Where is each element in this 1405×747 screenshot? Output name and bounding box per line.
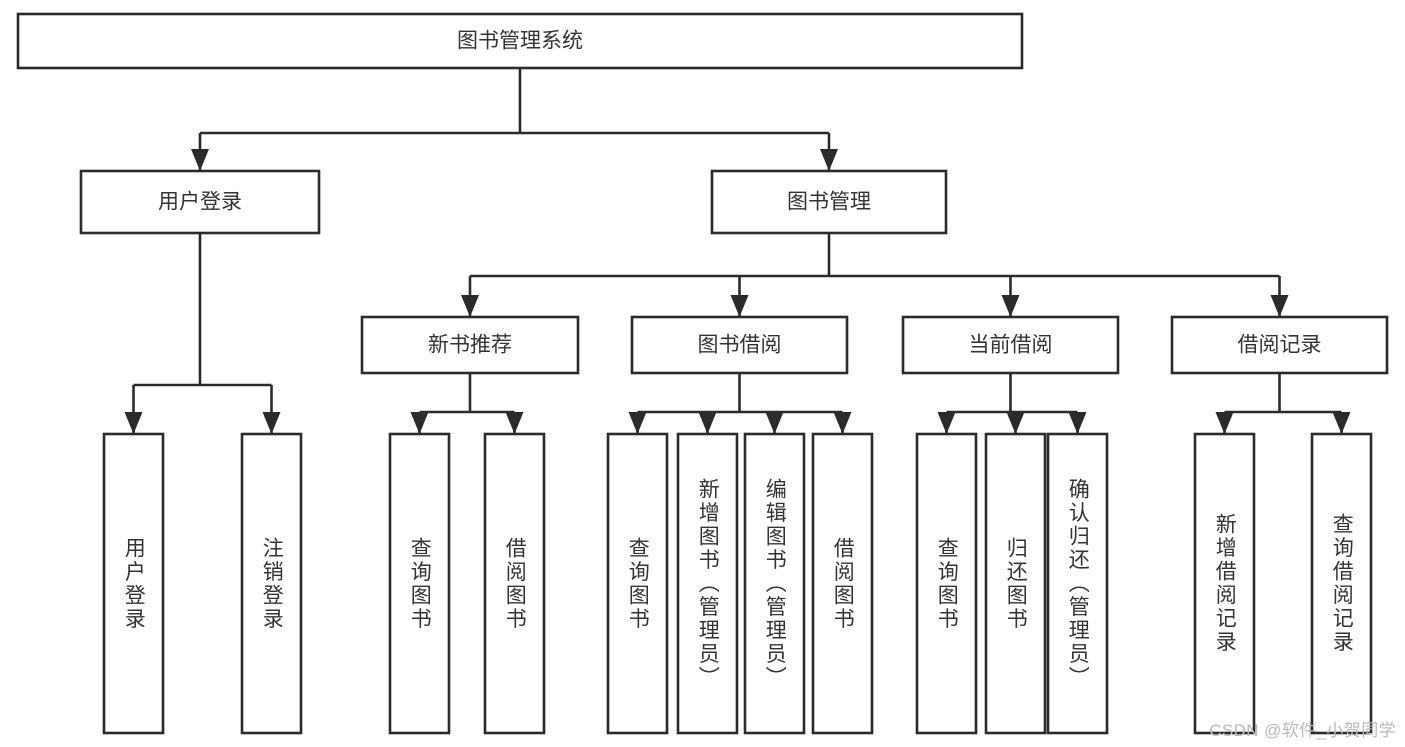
node-box-leaf-8 bbox=[915, 432, 978, 735]
node-box-leaf-9 bbox=[984, 432, 1047, 735]
arrow-to-leaf-10 bbox=[1068, 412, 1087, 434]
arrow-to-leaf-7 bbox=[833, 412, 852, 434]
node-box-root bbox=[16, 12, 1024, 70]
arrow-root-to-level2-0 bbox=[191, 149, 209, 171]
connectors-layer bbox=[124, 68, 1351, 434]
node-label-level2-1: 图书管理 bbox=[787, 191, 871, 214]
arrow-to-leaf-12 bbox=[1332, 412, 1351, 434]
node-box-leaf-1 bbox=[240, 432, 303, 735]
node-label-level3-2: 当前借阅 bbox=[969, 334, 1053, 357]
arrow-root-to-level2-1 bbox=[820, 149, 838, 171]
arrow-mgmt-to-level3-3 bbox=[1270, 295, 1289, 317]
arrow-to-leaf-3 bbox=[505, 412, 524, 434]
arrow-mgmt-to-level3-0 bbox=[461, 295, 479, 317]
arrow-to-leaf-6 bbox=[765, 412, 784, 434]
arrow-to-leaf-11 bbox=[1215, 412, 1234, 434]
arrow-to-leaf-2 bbox=[410, 412, 429, 434]
node-box-leaf-5 bbox=[676, 432, 739, 735]
node-label-level3-0: 新书推荐 bbox=[428, 334, 512, 357]
node-box-leaf-0 bbox=[102, 432, 165, 735]
node-label-level2-0: 用户登录 bbox=[158, 191, 242, 214]
arrow-to-leaf-0 bbox=[124, 412, 143, 434]
arrow-to-leaf-8 bbox=[937, 412, 956, 434]
arrow-to-leaf-5 bbox=[698, 412, 717, 434]
node-box-leaf-2 bbox=[388, 432, 451, 735]
node-box-leaf-4 bbox=[606, 432, 669, 735]
node-box-leaf-7 bbox=[811, 432, 874, 735]
node-box-level3-2 bbox=[901, 315, 1120, 375]
node-boxes-layer bbox=[16, 12, 1389, 735]
node-box-level3-1 bbox=[630, 315, 849, 375]
node-box-leaf-3 bbox=[483, 432, 546, 735]
node-box-level2-0 bbox=[79, 169, 321, 235]
arrow-mgmt-to-level3-1 bbox=[730, 295, 749, 317]
node-box-leaf-10 bbox=[1046, 432, 1109, 735]
arrow-to-leaf-1 bbox=[262, 412, 281, 434]
node-box-leaf-12 bbox=[1310, 432, 1373, 735]
node-box-level3-0 bbox=[360, 315, 580, 375]
node-label-level3-1: 图书借阅 bbox=[698, 334, 782, 357]
node-box-leaf-11 bbox=[1193, 432, 1256, 735]
node-box-level2-1 bbox=[710, 169, 948, 235]
csdn-watermark: CSDN @软件_小贺同学 bbox=[1209, 721, 1396, 740]
node-label-level3-3: 借阅记录 bbox=[1238, 334, 1322, 357]
node-label-root: 图书管理系统 bbox=[457, 30, 583, 53]
arrow-mgmt-to-level3-2 bbox=[1001, 295, 1020, 317]
node-box-level3-3 bbox=[1170, 315, 1389, 375]
arrow-to-leaf-4 bbox=[628, 412, 647, 434]
node-box-leaf-6 bbox=[743, 432, 806, 735]
arrow-to-leaf-9 bbox=[1006, 412, 1025, 434]
